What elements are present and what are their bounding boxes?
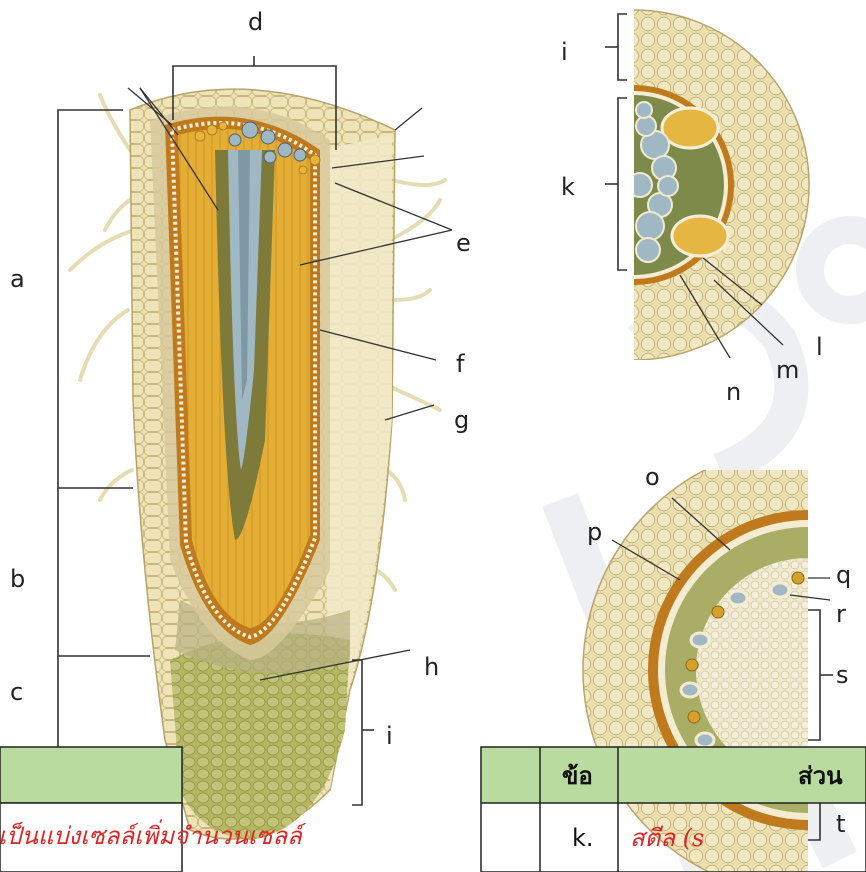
dicot-cross-section xyxy=(459,10,809,360)
label-h: h xyxy=(424,653,439,681)
table-header-part: ส่วน xyxy=(798,762,843,790)
label-c: c xyxy=(10,678,23,706)
table-row1-part: สตีล (s xyxy=(630,824,704,852)
label-t: t xyxy=(836,810,845,838)
label-p: p xyxy=(587,518,602,546)
label-g: g xyxy=(454,406,469,434)
label-q: q xyxy=(836,561,851,589)
table-row1-number: k. xyxy=(572,824,594,852)
table-left-caption: เป็นแบ่งเซลล์เพิ่มจำนวนเซลล์ xyxy=(0,819,307,850)
label-f: f xyxy=(456,350,465,378)
label-s: s xyxy=(836,661,849,689)
label-b: b xyxy=(10,565,25,593)
table-header-number: ข้อ xyxy=(562,762,593,790)
bracket-i-root xyxy=(352,660,374,805)
label-i-root: i xyxy=(386,722,393,750)
label-i-section: i xyxy=(561,38,568,66)
label-k: k xyxy=(561,173,575,201)
label-o: o xyxy=(645,463,660,491)
label-l: l xyxy=(816,333,823,361)
label-r: r xyxy=(836,600,846,628)
label-d: d xyxy=(248,8,263,36)
label-n: n xyxy=(726,378,741,406)
label-e: e xyxy=(456,229,471,257)
label-a: a xyxy=(10,265,25,293)
label-m: m xyxy=(776,356,799,384)
